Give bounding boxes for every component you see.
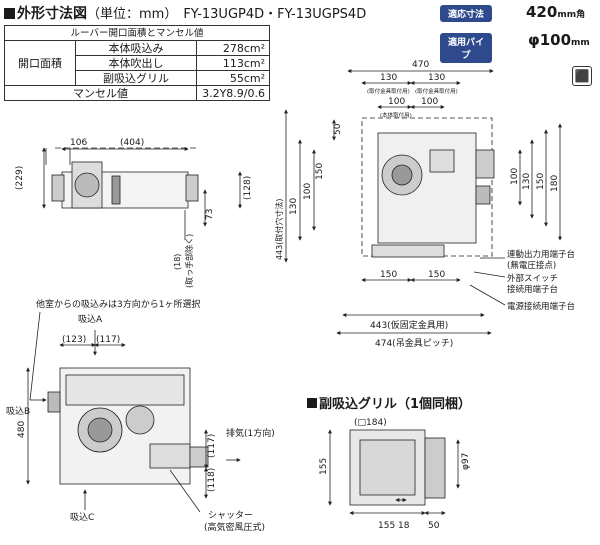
title-square-icon bbox=[4, 8, 15, 19]
dim-150r: 150 bbox=[536, 173, 546, 190]
dim-18: (18) bbox=[173, 254, 182, 270]
grille-title: 副吸込グリル（1個同梱） bbox=[307, 393, 471, 412]
exhaust-label: 排気(1方向) bbox=[226, 427, 275, 439]
dim-100h: 100 bbox=[303, 183, 313, 200]
side-view-drawing bbox=[42, 147, 242, 240]
title-text: 外形寸法図 bbox=[17, 6, 87, 22]
dim-130h: 130 bbox=[289, 198, 299, 215]
spec-row-label: 本体吸込み bbox=[75, 40, 197, 56]
dim-150a: 150 bbox=[380, 270, 397, 280]
spec-row-label: 本体吹出し bbox=[75, 55, 197, 71]
terminal-1: 連動出力用端子台 bbox=[507, 249, 575, 260]
dim-480: 480 bbox=[17, 421, 27, 438]
dim-229: (229) bbox=[15, 166, 25, 190]
dim-123: (123) bbox=[62, 335, 86, 345]
grille-drawing bbox=[328, 429, 460, 515]
shutter-label: シャッター bbox=[208, 510, 253, 521]
intake-c: 吸込C bbox=[70, 512, 94, 523]
plan-view-drawing bbox=[284, 69, 562, 335]
fix-label-b: (取付金具取付用) bbox=[415, 87, 458, 95]
dim-50h: 50 bbox=[333, 123, 343, 135]
spec-row-value: 55cm² bbox=[196, 70, 270, 86]
page-title: 外形寸法図（単位：mm） FY-13UGP4D・FY-13UGPS4D bbox=[4, 3, 366, 23]
shutter-note: (高気密風圧式) bbox=[204, 521, 265, 533]
dim-100b: 100 bbox=[421, 97, 438, 107]
intake-a: 吸込A bbox=[78, 314, 103, 325]
dim-100a: 100 bbox=[388, 97, 405, 107]
dim-130b: 130 bbox=[428, 73, 445, 83]
dim-100r: 100 bbox=[510, 168, 520, 185]
dim-443h: 443(取付穴寸法) bbox=[274, 198, 284, 260]
intake-b: 吸込B bbox=[6, 406, 30, 417]
spec-table: ルーバー開口面積とマンセル値 開口面積 本体吸込み 278cm² 本体吹出し 1… bbox=[4, 25, 270, 101]
terminal-2: 外部スイッチ bbox=[507, 273, 558, 284]
title-unit: （単位：mm） bbox=[87, 7, 178, 22]
dim-73: 73 bbox=[205, 209, 215, 220]
dim-18g: 18 bbox=[398, 521, 410, 531]
dim-106: 106 bbox=[70, 138, 87, 148]
dim-97: φ97 bbox=[461, 453, 471, 470]
bottom-view-drawing bbox=[26, 311, 241, 513]
dim-128: (128) bbox=[243, 176, 253, 200]
dim-117: (117) bbox=[96, 335, 120, 345]
size-value: 420mm角 bbox=[526, 3, 586, 21]
dim-470: 470 bbox=[412, 60, 429, 70]
pipe-value: φ100mm bbox=[528, 31, 590, 49]
dim-130r: 130 bbox=[522, 173, 532, 190]
munsell-value: 3.2Y8.9/0.6 bbox=[196, 85, 270, 101]
dim-184: (□184) bbox=[354, 418, 387, 428]
dim-117b: (117) bbox=[207, 434, 217, 458]
terminal-3: 電源接続用端子台 bbox=[507, 301, 575, 312]
dim-150h: 150 bbox=[315, 163, 325, 180]
dim-443w: 443(仮固定金具用) bbox=[370, 319, 448, 331]
terminal-2b: 接続用端子台 bbox=[507, 284, 558, 295]
terminal-1b: (無電圧接点) bbox=[507, 260, 556, 271]
dim-404: (404) bbox=[120, 138, 144, 148]
intake-note: 他室からの吸込みは3方向から1ヶ所選択 bbox=[36, 298, 200, 310]
model-numbers: FY-13UGP4D・FY-13UGPS4D bbox=[183, 7, 367, 22]
ceiling-mount-icon: ⬛ bbox=[572, 66, 592, 86]
dim-155h: 155 bbox=[378, 521, 395, 531]
spec-row-value: 113cm² bbox=[196, 55, 270, 71]
dim-180r: 180 bbox=[550, 175, 560, 192]
dim-130a: 130 bbox=[380, 73, 397, 83]
munsell-label: マンセル値 bbox=[4, 85, 197, 101]
size-badge: 適応寸法 bbox=[440, 5, 492, 22]
dim-118: (118) bbox=[207, 468, 217, 492]
grille-square-icon bbox=[307, 398, 317, 408]
dim-474: 474(吊金具ピッチ) bbox=[375, 337, 453, 349]
dim-150b: 150 bbox=[428, 270, 445, 280]
dim-50g: 50 bbox=[428, 521, 440, 531]
dim-155v: 155 bbox=[319, 458, 329, 475]
pipe-badge: 適用パイプ bbox=[440, 33, 492, 63]
fix-label-c: (本体取付用) bbox=[380, 111, 412, 119]
fix-label-a: (取付金具取付用) bbox=[367, 87, 410, 95]
handle-note: (取っ手部除く) bbox=[184, 234, 194, 288]
